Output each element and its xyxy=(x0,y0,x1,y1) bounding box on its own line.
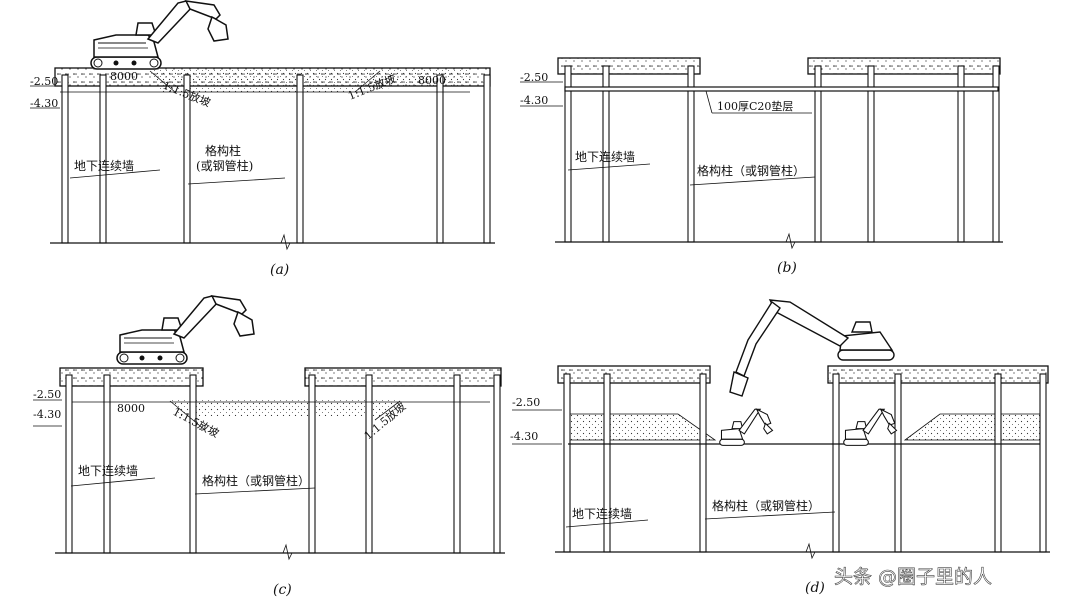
break-mark-d xyxy=(805,542,816,560)
cushion-layer-b xyxy=(564,86,999,92)
caption-c: (c) xyxy=(273,582,292,598)
span-left-c: 8000 xyxy=(117,402,145,415)
span-right-a: 8000 xyxy=(418,74,446,87)
caption-b: (b) xyxy=(777,260,797,276)
caption-a: (a) xyxy=(270,262,289,278)
diaphragm-wall-left-a xyxy=(61,74,69,244)
slab-c-right xyxy=(304,367,502,387)
panel-b: -2.50 -4.30 100厚C20垫层 地下连续墙 格构柱（或钢管柱） (b… xyxy=(520,57,1003,276)
slab-c-left xyxy=(59,367,204,387)
diaphragm-wall-right-c xyxy=(493,374,501,554)
diaphragm-wall-left-d xyxy=(563,373,571,553)
lattice-column-a-3 xyxy=(296,74,304,244)
column-label-c: 格构柱（或钢管柱） xyxy=(202,473,310,488)
column-label-d: 格构柱（或钢管柱） xyxy=(712,498,820,513)
break-mark-c xyxy=(282,543,293,561)
diaphragm-wall-right-d xyxy=(1039,373,1047,553)
level-lower-a: -4.30 xyxy=(30,97,58,110)
column-label-a-line1: 格构柱 xyxy=(205,143,241,158)
level-lower-b: -4.30 xyxy=(520,94,548,107)
lattice-column-d-4 xyxy=(894,373,902,553)
wall-label-b: 地下连续墙 xyxy=(575,149,635,164)
lattice-column-d-2 xyxy=(699,373,707,553)
excavator-icon-c xyxy=(116,295,255,365)
diaphragm-wall-left-b xyxy=(564,65,572,243)
level-lower-d: -4.30 xyxy=(510,430,538,443)
excavator-icon-d xyxy=(729,299,895,397)
lattice-column-a-4 xyxy=(436,74,444,244)
watermark: 头条 @圈子里的人 xyxy=(834,566,992,588)
break-mark-b xyxy=(785,232,796,250)
cushion-label-b: 100厚C20垫层 xyxy=(717,99,793,113)
lattice-column-d-3 xyxy=(832,373,840,553)
lattice-column-d-1 xyxy=(603,373,611,553)
diaphragm-wall-right-a xyxy=(483,74,491,244)
panel-a: -2.50 -4.30 8000 8000 1:1.5放坡 1:1.5放坡 地下… xyxy=(30,0,495,278)
diaphragm-wall-right-b xyxy=(992,65,1000,243)
lattice-column-b-3 xyxy=(814,65,822,243)
level-upper-a: -2.50 xyxy=(30,75,58,88)
level-upper-c: -2.50 xyxy=(33,388,61,401)
slab-d-left xyxy=(557,365,711,384)
panel-d: -2.50 -4.30 地下连续墙 格构柱（或钢管柱） (d) xyxy=(510,299,1050,596)
lattice-column-b-5 xyxy=(957,65,965,243)
slab-d-right xyxy=(827,365,1049,384)
soil-fill-a xyxy=(150,70,470,92)
mini-excavator-icon-d-1 xyxy=(719,408,774,446)
caption-d: (d) xyxy=(805,580,825,596)
level-upper-d: -2.50 xyxy=(512,396,540,409)
slab-b-left xyxy=(557,57,701,75)
slab-b-right xyxy=(807,57,1001,75)
lattice-column-d-5 xyxy=(994,373,1002,553)
lattice-column-b-4 xyxy=(867,65,875,243)
column-label-a-line2: (或钢管柱) xyxy=(196,158,253,173)
excavator-icon-a xyxy=(90,0,229,70)
soil-fill-c xyxy=(170,400,400,416)
soil-berm-right-d xyxy=(903,413,1041,441)
level-lower-c: -4.30 xyxy=(33,408,61,421)
wall-label-c: 地下连续墙 xyxy=(78,463,138,478)
lattice-column-b-2 xyxy=(687,65,695,243)
column-label-a: 格构柱 (或钢管柱) xyxy=(196,143,253,173)
soil-berm-left-d xyxy=(567,413,717,441)
column-label-b: 格构柱（或钢管柱） xyxy=(697,163,805,178)
wall-label-a: 地下连续墙 xyxy=(74,158,134,173)
diaphragm-wall-left-c xyxy=(65,374,73,554)
panel-c: -2.50 -4.30 8000 1:1.5放坡 1:1.5放坡 地下连续墙 格… xyxy=(33,295,505,598)
break-mark-a xyxy=(280,233,291,251)
level-upper-b: -2.50 xyxy=(520,71,548,84)
span-left-a: 8000 xyxy=(110,70,138,83)
mini-excavator-icon-d-2 xyxy=(843,408,898,446)
wall-label-d: 地下连续墙 xyxy=(572,506,632,521)
